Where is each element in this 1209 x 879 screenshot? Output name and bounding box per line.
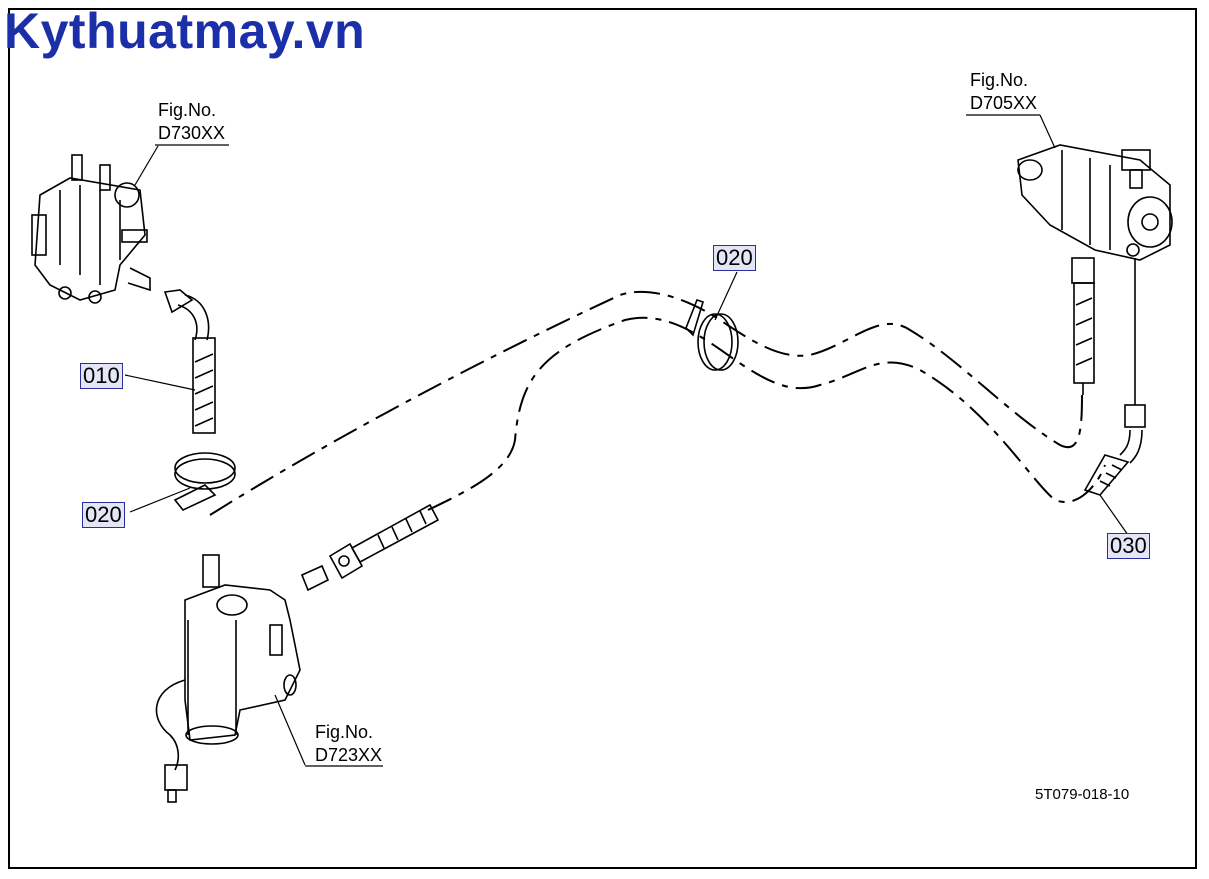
pipe-fitting-center [300,503,440,592]
clamp-020-left [173,452,236,511]
fig-ref-d705-line1: Fig.No. [970,70,1029,90]
hose-right-vertical [1071,257,1095,395]
fig-ref-d730-line2: D730XX [158,123,226,143]
valve-block-d730 [31,154,151,304]
watermark-title: Kythuatmay.vn [4,3,366,59]
callout-030[interactable]: 030 [1107,533,1150,559]
callout-020-left[interactable]: 020 [82,502,125,528]
callout-020-center[interactable]: 020 [713,245,756,271]
cylinder-d723 [155,554,301,803]
drawing-code: 5T079-018-10 [1035,786,1130,803]
fig-ref-d730-line1: Fig.No. [158,100,217,120]
drawing-frame [8,8,1197,869]
fig-ref-d705-line2: D705XX [970,93,1038,113]
fig-ref-d723-line2: D723XX [315,745,383,765]
callout-010[interactable]: 010 [80,363,123,389]
pipe-route-upper [209,290,1083,516]
hose-010 [163,289,216,434]
pipe-route-lower [427,316,1106,511]
pump-d705 [1017,144,1173,261]
clamp-020-center [685,299,739,371]
fig-ref-d723-line1: Fig.No. [315,722,374,742]
